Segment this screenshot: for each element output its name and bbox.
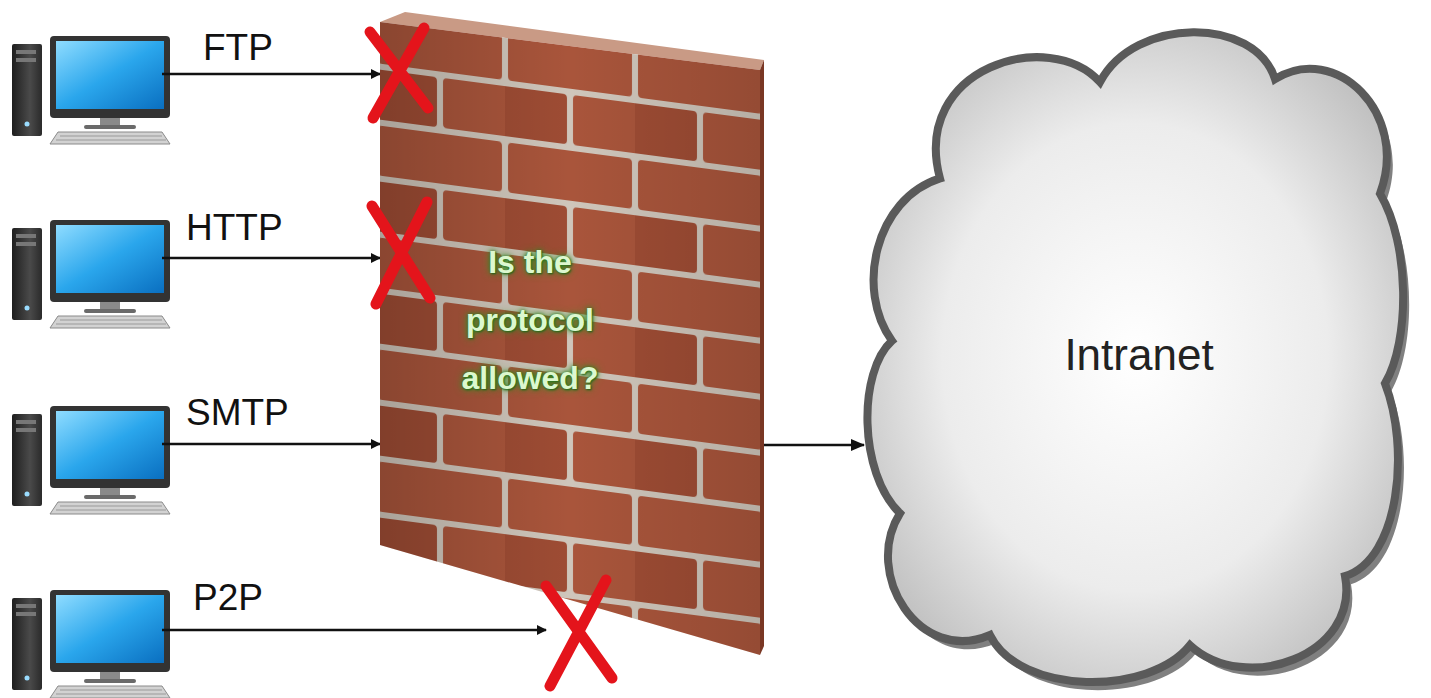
cloud-label: Intranet [1064, 329, 1213, 382]
computer-icon [12, 406, 170, 514]
computer-icon [12, 36, 170, 144]
protocol-label: SMTP [186, 393, 289, 434]
protocol-arrow [162, 443, 380, 446]
firewall-wall: Is the protocol allowed? [375, 10, 765, 660]
blocked-x [370, 28, 428, 118]
protocol-arrow [162, 257, 380, 260]
text-holder: Intranet [850, 6, 1428, 698]
protocol-arrow [162, 73, 380, 76]
connector-arrow [760, 444, 864, 447]
computer-icon [12, 590, 170, 698]
protocol-label: HTTP [186, 208, 283, 249]
protocol-label: FTP [203, 28, 273, 69]
text-holder: Is the protocol allowed? [430, 233, 630, 407]
blocked-x [372, 202, 430, 304]
blocked-x [546, 580, 612, 686]
protocol-label: P2P [193, 578, 263, 619]
question-text: Is the protocol allowed? [430, 233, 630, 407]
intranet-cloud: Intranet [850, 6, 1428, 698]
protocol-arrow [162, 629, 546, 632]
computer-icon [12, 220, 170, 328]
